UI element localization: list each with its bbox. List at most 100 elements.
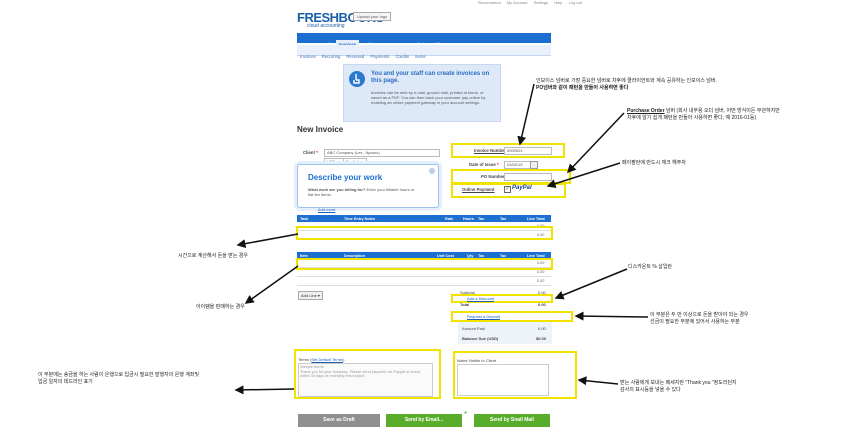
col-hours: Hours [463, 216, 474, 221]
subtab-payments[interactable]: Payments [370, 54, 390, 59]
tab-reports[interactable]: Reports [448, 40, 471, 50]
subtab-invoices[interactable]: Invoices [300, 54, 316, 59]
notes-label: Notes Visible to Client [457, 358, 497, 363]
top-links: Recommend My Account Settings Help Log o… [478, 0, 587, 5]
col-item: Item [300, 253, 308, 258]
col-line-total: Line Total [527, 253, 545, 258]
arrow-terms [234, 385, 295, 395]
sub-nav: Invoices Recurring Received Payments Credits… [297, 45, 551, 59]
arrow-deposit [574, 311, 649, 321]
subtotal-label: Subtotal [460, 290, 475, 295]
top-link-my-account[interactable]: My Account [506, 0, 528, 5]
arrow-po-number [566, 112, 625, 174]
item-table-header: Item Description Unit Cost Qty Tax Tax L… [297, 252, 551, 259]
terms-label: Terms (Set Default Terms) [298, 357, 345, 362]
tab-more[interactable]: More ▾ [471, 40, 491, 51]
date-of-issue-label: Date of Issue * [469, 162, 499, 167]
col-rate: Rate [445, 216, 454, 221]
arrow-time [236, 233, 299, 249]
subtab-recurring[interactable]: Recurring [321, 54, 341, 59]
col-tax-2: Tax [500, 216, 507, 221]
po-number-input[interactable] [504, 173, 552, 181]
info-box: You and your staff can create invoices o… [343, 64, 501, 122]
tab-home[interactable]: Home [297, 40, 315, 50]
describe-work-title: Describe your work [308, 173, 383, 182]
col-description: Description [344, 253, 365, 258]
top-link-recommend[interactable]: Recommend [478, 0, 501, 5]
describe-work-tooltip: Describe your work What work are you bil… [297, 164, 439, 208]
amount-paid-label: Amount Paid [462, 326, 485, 331]
col-qty: Qty [467, 253, 474, 258]
subtab-received[interactable]: Received [346, 54, 365, 59]
annotation-invoice-number: 인보이스 넘버로 가장 중요한 넘버로 차후에 클라이언트와 계속 공유하는 인… [536, 78, 717, 91]
logo-tagline: cloud accounting [307, 23, 345, 29]
total-label: Total [460, 302, 470, 307]
upload-logo-button[interactable]: Upload your logo [353, 12, 392, 21]
paypal-checkbox[interactable]: ✓ [504, 186, 511, 193]
subtab-credits[interactable]: Credits [395, 54, 410, 59]
po-number-label: PO Number [481, 174, 505, 179]
annotation-po-number: Purchase Order 넘버 (회사 내부용 오더 넘버, 어떤 방식이든… [627, 108, 780, 121]
client-select[interactable]: ABC Company (Lee, Jiyoonc) [324, 149, 440, 157]
page-title: New Invoice [297, 125, 344, 134]
calendar-icon[interactable] [530, 161, 538, 169]
annotation-time: 시간으로 계산해서 돈을 받는 경우 [178, 253, 248, 259]
close-icon[interactable] [429, 168, 435, 174]
save-as-draft-button[interactable]: Save as Draft [298, 414, 380, 427]
line-total: 0.00 [537, 279, 545, 283]
annotation-notes: 받는 사람에게 보내는 메세지란 "Thank you "정도라던지 감사의 표… [620, 380, 737, 393]
invoice-number-input[interactable]: 0000001 [504, 147, 552, 155]
invoice-number-highlight [451, 143, 565, 158]
arrow-notes [577, 376, 619, 386]
annotation-terms: 이 부분에는 송금을 하는 사람이 은행으로 입금시 필요한 발행자의 은행 계… [38, 372, 200, 385]
arrow-paypal [546, 162, 621, 189]
notes-textarea[interactable] [457, 364, 549, 396]
set-default-terms-link[interactable]: Set Default Terms [311, 357, 344, 362]
line-total: 0.00 [537, 261, 545, 265]
terms-textarea[interactable]: Sample terms: Thank you for your busines… [298, 363, 433, 397]
paypal-logo: PayPal [512, 185, 532, 191]
table-row[interactable]: 0.00 [297, 277, 551, 286]
item-rows-highlight [296, 258, 553, 270]
send-by-snail-mail-button[interactable]: Send by Snail Mail [474, 414, 550, 427]
subtab-items[interactable]: Items [415, 54, 426, 59]
tab-invoices[interactable]: Invoices [335, 39, 360, 50]
tab-people[interactable]: People [315, 40, 335, 50]
top-link-settings[interactable]: Settings [533, 0, 549, 5]
hand-pointer-icon [349, 71, 365, 87]
add-more-link[interactable]: Add more [318, 207, 336, 212]
online-payment-label: Online Payment [462, 187, 495, 192]
balance-due-value: $0.00 [536, 336, 547, 341]
col-tax-2: Tax [500, 253, 507, 258]
time-rows-highlight [296, 226, 553, 240]
col-tax-1: Tax [478, 253, 485, 258]
col-task: Task [300, 216, 309, 221]
top-link-logout[interactable]: Log out [568, 0, 582, 5]
annotation-item: 아이템을 판매하는 경우 [196, 304, 245, 310]
line-total: 0.00 [537, 233, 545, 237]
terms-highlight [294, 349, 441, 399]
tab-estimates[interactable]: Estimates [359, 40, 386, 50]
table-row[interactable]: 0.00 [297, 268, 551, 277]
info-box-body: Invoices can be sent by e-mail, ground m… [371, 90, 486, 105]
tab-time-tracking[interactable]: Time Tracking [412, 40, 447, 50]
arrow-discount [554, 268, 628, 300]
send-by-email-button[interactable]: Send by Email... [386, 414, 462, 427]
info-box-title: You and your staff can create invoices o… [371, 71, 490, 84]
table-row[interactable]: 0.00 [297, 259, 551, 268]
subtotal-value: 0.00 [538, 290, 546, 295]
add-discount-link[interactable]: Add a Discount [467, 296, 495, 301]
balance-due-label: Balance Due (USD) [462, 336, 499, 341]
time-table-header: Task Time Entry Notes Rate Hours Tax Tax… [297, 215, 551, 222]
add-line-button[interactable]: Add Line ▾ [298, 291, 323, 300]
arrow-item [244, 265, 299, 304]
top-link-help[interactable]: Help [554, 0, 563, 5]
request-deposit-link[interactable]: Request a Deposit [467, 314, 500, 319]
tab-expenses[interactable]: Expenses [386, 40, 413, 50]
amount-paid-value: 0.00 [538, 326, 546, 331]
main-nav: HomePeopleInvoicesEstimatesExpensesTime … [297, 33, 551, 50]
annotation-discount: 디스카운트 % 삽입란 [628, 264, 673, 270]
asterisk-icon: * [464, 410, 468, 419]
col-time-entry-notes: Time Entry Notes [344, 216, 376, 221]
arrow-invoice-number [517, 83, 535, 146]
